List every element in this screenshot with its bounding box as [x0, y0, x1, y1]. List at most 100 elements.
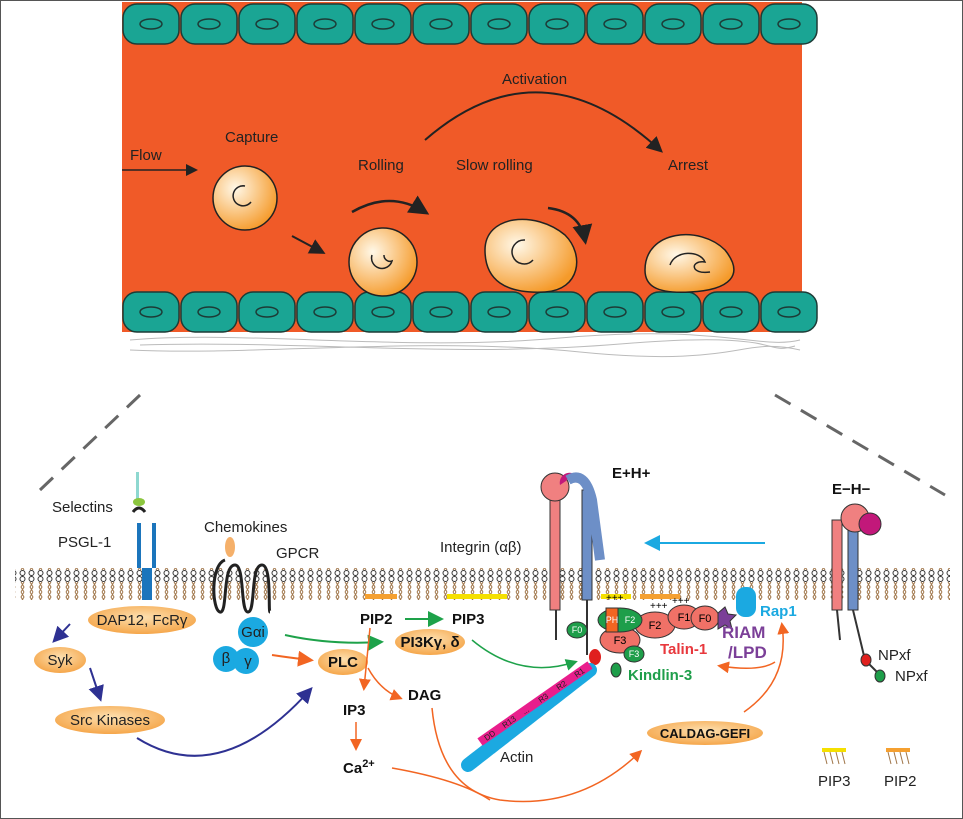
endothelial-cell	[760, 3, 818, 45]
selectins-label: Selectins	[52, 499, 113, 516]
pip2-ip3-arrow	[358, 627, 371, 691]
syk-node	[34, 647, 86, 673]
endothelial-nucleus	[545, 306, 569, 318]
legend-pip3: PIP3	[818, 773, 851, 790]
talin-charges-2: +++	[672, 596, 690, 607]
kindlin-3	[566, 607, 645, 678]
rap1-protein	[736, 587, 756, 617]
endothelial-nucleus	[371, 306, 395, 318]
talin-charges-1: +++	[650, 601, 668, 612]
pi3k-label: PI3Kγ, δ	[400, 634, 459, 651]
riam-talin-arrow	[717, 661, 776, 674]
psgl1-label: PSGL-1	[58, 534, 111, 551]
integrin-bent	[831, 503, 886, 683]
endothelial-cell	[412, 3, 470, 45]
endothelial-nucleus	[661, 18, 685, 30]
endothelial-cell	[354, 3, 412, 45]
endothelial-cell	[586, 291, 644, 333]
stage-slow-rolling: Slow rolling	[456, 157, 533, 174]
syk-label: Syk	[47, 652, 73, 669]
activation-arrow	[424, 91, 663, 153]
endothelial-nucleus	[719, 18, 743, 30]
endothelial-cell	[528, 291, 586, 333]
basement-fibers	[129, 333, 801, 358]
npxf-label-2: NPxf	[895, 668, 928, 685]
slow-rolling-arrow	[547, 206, 593, 245]
rap1-label: Rap1	[760, 603, 797, 620]
endothelial-nucleus	[719, 306, 743, 318]
lpd-label: /LPD	[728, 643, 767, 662]
endothelial-nucleus	[661, 306, 685, 318]
endothelial-nucleus	[139, 18, 163, 30]
endothelial-cell	[644, 291, 702, 333]
endothelial-nucleus	[255, 306, 279, 318]
endothelial-cell	[238, 291, 296, 333]
dap12-label: DAP12, FcRγ	[97, 612, 188, 629]
endothelial-cell	[470, 291, 528, 333]
endothelial-nucleus	[603, 306, 627, 318]
endothelial-cell	[238, 3, 296, 45]
talin-label: Talin-1	[660, 641, 707, 658]
plc-node	[318, 649, 368, 675]
endothelial-cell	[586, 3, 644, 45]
activation-label: Activation	[502, 71, 567, 88]
ca-path	[391, 767, 491, 801]
gpcr	[212, 558, 272, 614]
talin-f1: F1	[678, 612, 691, 624]
flow-label: Flow	[130, 147, 162, 164]
kindlin-charges: +++	[606, 593, 624, 604]
endothelial-nucleus	[197, 18, 221, 30]
dag-label: DAG	[408, 687, 441, 704]
endothelial-nucleus	[777, 18, 801, 30]
leukocytes	[212, 165, 735, 297]
beta-label: β	[222, 650, 231, 667]
chemokines-label: Chemokines	[204, 519, 287, 536]
calcium-label: Ca2+	[343, 758, 375, 777]
pip3-kindlin-arrow	[471, 639, 578, 671]
dap12-syk-arrow	[52, 623, 71, 643]
gai-pi3k-arrow	[284, 634, 384, 651]
gamma-label: γ	[244, 653, 252, 670]
rod-label-ellipsis: ...	[520, 705, 531, 716]
g-alpha-i	[238, 617, 268, 647]
kindlin-f3: F3	[629, 649, 640, 659]
dag-caldag-arrow	[431, 707, 643, 803]
endothelial-cell	[296, 291, 354, 333]
endothelial-nucleus	[777, 306, 801, 318]
caldag-rap1-arrow	[743, 622, 790, 713]
endothelial-cell	[180, 291, 238, 333]
kindlin-ph: PH	[606, 615, 619, 625]
kindlin-label: Kindlin-3	[628, 667, 692, 684]
zoom-line-right	[774, 393, 946, 497]
gpcr-label: GPCR	[276, 545, 320, 562]
g-beta	[213, 646, 239, 672]
leukocyte-slow-rolling	[484, 218, 578, 293]
endothelial-nucleus	[487, 18, 511, 30]
stage-rolling: Rolling	[358, 157, 404, 174]
stage-capture: Capture	[225, 129, 278, 146]
endothelial-cell	[354, 291, 412, 333]
talin-f2: F2	[649, 620, 662, 632]
e-high-h-high-label: E+H+	[612, 465, 651, 482]
riam-label: RIAM	[722, 623, 765, 642]
endothelial-cell	[702, 291, 760, 333]
endothelial-cell	[122, 291, 180, 333]
g-alpha-i-label: Gαi	[241, 624, 265, 641]
chemokine	[225, 537, 235, 557]
endothelial-nucleus	[429, 18, 453, 30]
endothelial-nucleus	[197, 306, 221, 318]
talin-f0: F0	[699, 613, 712, 625]
legend: PIP3 PIP2	[818, 748, 917, 790]
endothelial-nucleus	[255, 18, 279, 30]
ip3-label: IP3	[343, 702, 366, 719]
endothelial-cell	[470, 3, 528, 45]
leukocyte-rolling	[348, 227, 418, 297]
stage-arrest: Arrest	[668, 157, 709, 174]
syk-src-arrow	[88, 667, 104, 702]
endothelial-nucleus	[429, 306, 453, 318]
src-kinases-label: Src Kinases	[70, 712, 150, 729]
endothelial-cell	[644, 3, 702, 45]
legend-pip2: PIP2	[884, 773, 917, 790]
endothelial-nucleus	[603, 18, 627, 30]
talin-f3: F3	[614, 635, 627, 647]
